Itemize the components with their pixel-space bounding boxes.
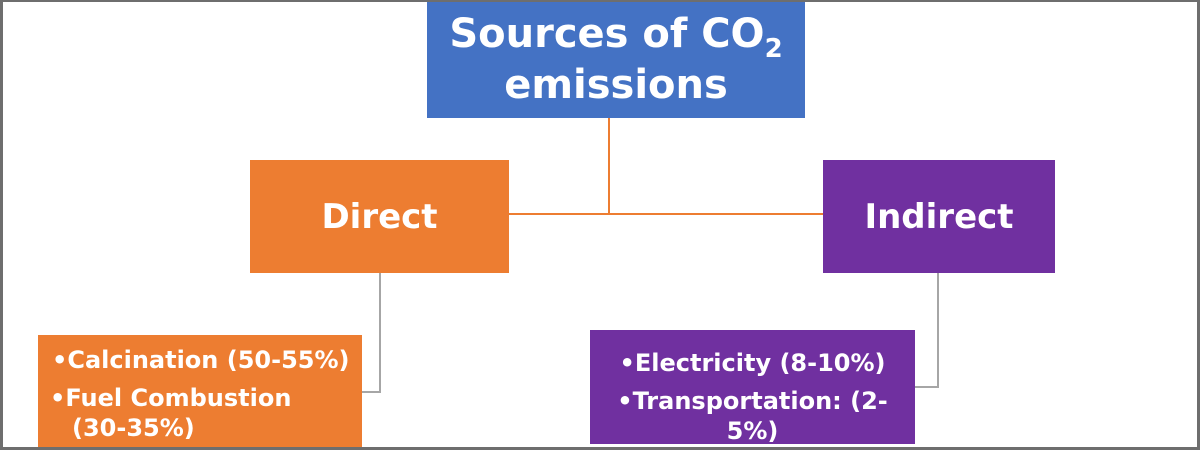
indirect-item-transportation: •Transportation: (2-5%)	[617, 387, 888, 445]
indirect-node: Indirect	[823, 160, 1055, 273]
root-title-line2: emissions	[504, 61, 728, 108]
direct-node: Direct	[250, 160, 509, 273]
indirect-item-electricity: •Electricity (8-10%)	[619, 349, 886, 377]
root-title-line1: Sources of CO2	[449, 10, 783, 64]
direct-item-calcination: •Calcination (50-55%)	[52, 346, 350, 374]
root-title-subscript: 2	[764, 33, 783, 64]
direct-label: Direct	[321, 196, 438, 237]
indirect-label: Indirect	[864, 196, 1014, 237]
root-node: Sources of CO2 emissions	[427, 0, 805, 118]
direct-items-box: •Calcination (50-55%) •Fuel Combustion (…	[38, 335, 362, 450]
indirect-items-box: •Electricity (8-10%) •Transportation: (2…	[590, 330, 915, 445]
root-title-main: Sources of CO	[449, 10, 765, 57]
indirect-list-connector	[915, 273, 939, 388]
direct-list-connector	[362, 273, 381, 393]
direct-item-fuel-combustion: •Fuel Combustion (30-35%)	[50, 384, 292, 442]
